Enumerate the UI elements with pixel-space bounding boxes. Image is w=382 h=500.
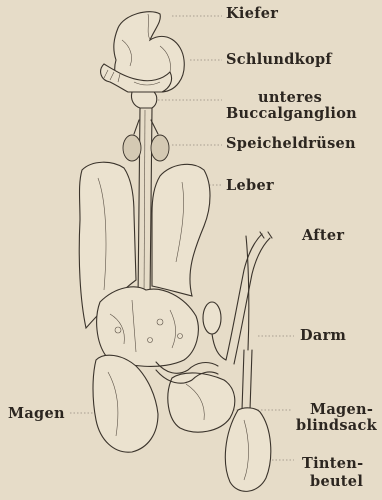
label-leber: Leber [226, 178, 274, 194]
label-magenblindsack-line2: blindsack [296, 418, 377, 434]
label-magen: Magen [8, 406, 65, 422]
rectum [226, 232, 272, 364]
label-tintenbeutel-line1: Tinten- [302, 456, 363, 472]
salivary-glands [123, 120, 169, 161]
label-after: After [302, 228, 344, 244]
ink-sac [225, 350, 270, 491]
label-darm: Darm [300, 328, 346, 344]
label-buccal-line2: Buccalganglion [226, 106, 357, 122]
label-buccal-line1: unteres [258, 90, 322, 106]
label-speicheldruesen: Speicheldrüsen [226, 136, 356, 152]
caecum [168, 373, 235, 432]
label-kiefer: Kiefer [226, 6, 278, 22]
pancreatic-mass [97, 287, 199, 367]
stomach [93, 355, 158, 452]
label-tintenbeutel-line2: beutel [310, 474, 363, 490]
label-schlundkopf: Schlundkopf [226, 52, 332, 68]
label-magenblindsack-line1: Magen- [310, 402, 373, 418]
